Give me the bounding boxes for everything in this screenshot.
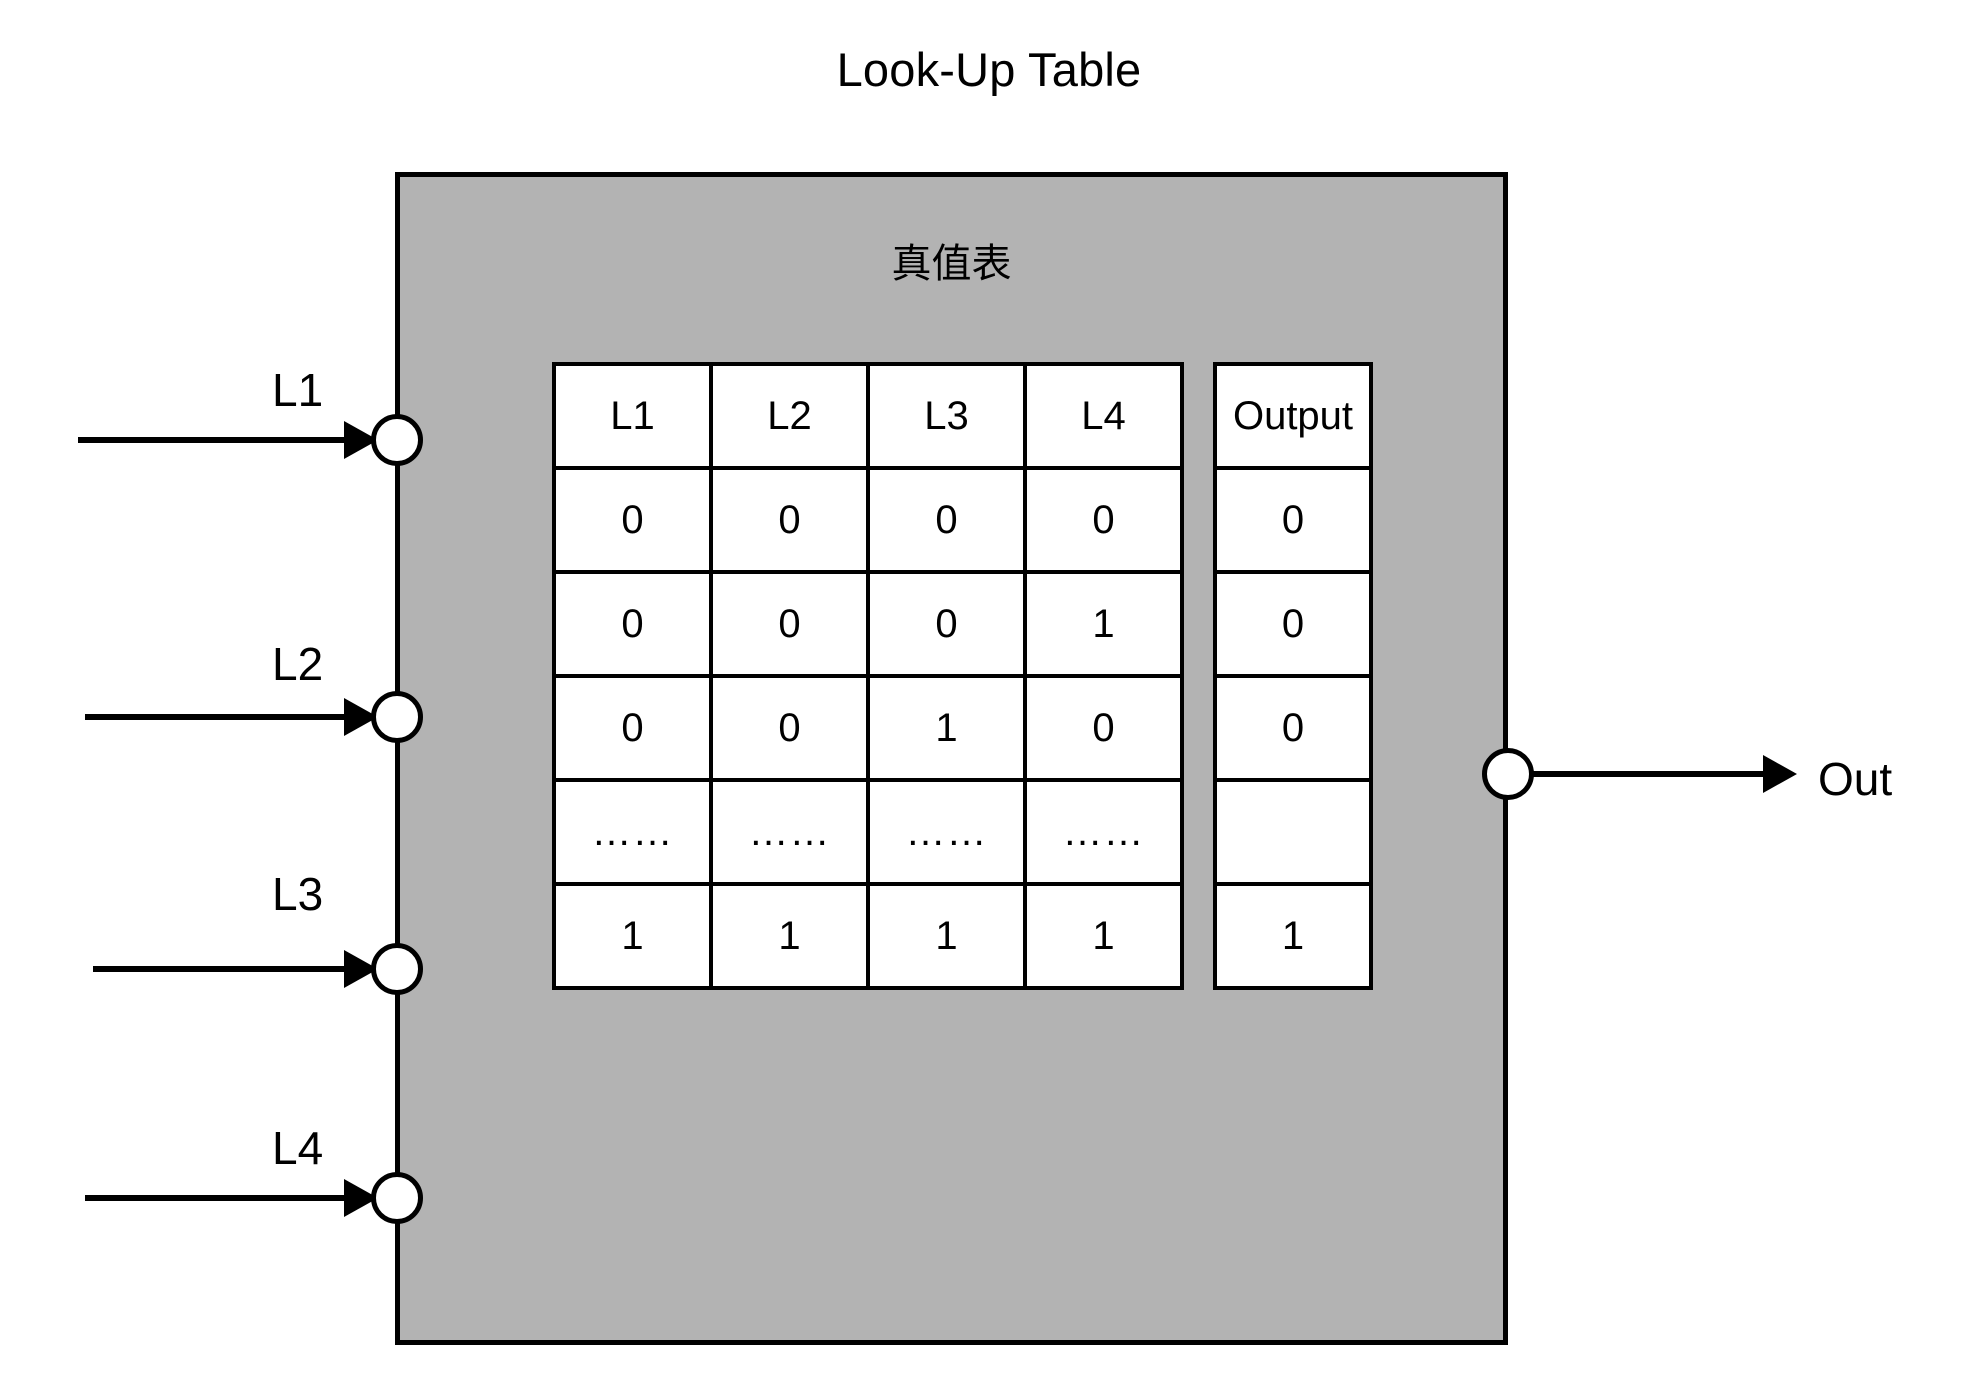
page-title: Look-Up Table	[836, 43, 1142, 96]
column-header-l1: L1	[552, 362, 713, 470]
input-label-l3: L3	[272, 868, 324, 920]
table-cell: 0	[552, 674, 713, 782]
table-header-row: Output	[1213, 362, 1373, 470]
table-cell: 0	[866, 570, 1027, 678]
table-cell	[1213, 778, 1373, 886]
input-port-l2[interactable]	[371, 691, 423, 743]
input-wire-l4	[85, 1195, 360, 1201]
table-header-row: L1 L2 L3 L4	[552, 362, 1184, 470]
table-row: 0	[1213, 674, 1373, 782]
table-cell: 0	[1023, 674, 1184, 782]
output-label-out: Out	[1818, 753, 1893, 805]
table-row: 0	[1213, 570, 1373, 678]
table-cell: 1	[866, 882, 1027, 990]
table-row-ellipsis: …… …… …… ……	[552, 778, 1184, 886]
table-cell: 0	[1023, 466, 1184, 574]
table-cell: 0	[1213, 466, 1373, 574]
truth-table-subtitle: 真值表	[891, 242, 1012, 286]
column-header-l2: L2	[709, 362, 870, 470]
input-label-l2: L2	[272, 638, 324, 690]
column-header-l4: L4	[1023, 362, 1184, 470]
input-label-l1: L1	[272, 364, 324, 416]
table-cell: 1	[709, 882, 870, 990]
table-cell: 1	[1023, 570, 1184, 678]
table-cell: 0	[866, 466, 1027, 574]
input-wire-l1	[78, 437, 360, 443]
output-wire-out	[1532, 771, 1780, 777]
input-label-l4: L4	[272, 1122, 324, 1174]
truth-table-inputs: L1 L2 L3 L4 0 0 0 0 0 0 0 1 0 0 1 0	[552, 362, 1184, 990]
input-port-l1[interactable]	[371, 414, 423, 466]
table-cell: 0	[552, 570, 713, 678]
input-port-l3[interactable]	[371, 943, 423, 995]
column-header-output: Output	[1213, 362, 1373, 470]
table-cell: ……	[709, 778, 870, 886]
column-header-l3: L3	[866, 362, 1027, 470]
table-row-ellipsis	[1213, 778, 1373, 886]
table-cell: 1	[552, 882, 713, 990]
table-cell: ……	[1023, 778, 1184, 886]
input-wire-l3	[93, 966, 360, 972]
table-cell: 0	[709, 466, 870, 574]
table-cell: ……	[866, 778, 1027, 886]
output-port-out[interactable]	[1482, 748, 1534, 800]
table-cell: 0	[709, 674, 870, 782]
table-row: 0 0 1 0	[552, 674, 1184, 782]
table-row: 0 0 0 1	[552, 570, 1184, 678]
output-arrowhead-out	[1763, 755, 1797, 793]
table-cell: 0	[552, 466, 713, 574]
input-port-l4[interactable]	[371, 1172, 423, 1224]
table-row: 0 0 0 0	[552, 466, 1184, 574]
table-row: 0	[1213, 466, 1373, 574]
table-cell: 1	[866, 674, 1027, 782]
table-cell: 1	[1213, 882, 1373, 990]
table-cell: 1	[1023, 882, 1184, 990]
table-cell: 0	[1213, 674, 1373, 782]
input-wire-l2	[85, 714, 360, 720]
table-row: 1 1 1 1	[552, 882, 1184, 990]
table-cell: 0	[1213, 570, 1373, 678]
table-cell: ……	[552, 778, 713, 886]
table-cell: 0	[709, 570, 870, 678]
truth-table-output: Output 0 0 0 1	[1213, 362, 1373, 990]
table-row: 1	[1213, 882, 1373, 990]
